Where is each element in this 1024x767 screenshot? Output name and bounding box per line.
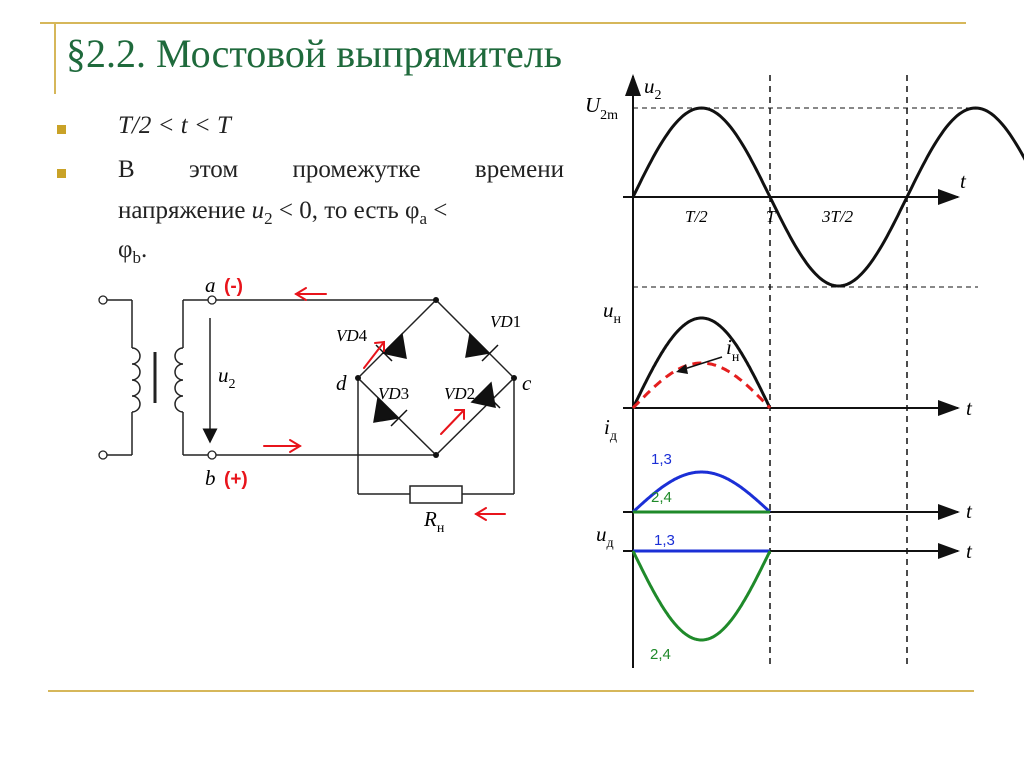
un-curve [631,316,772,409]
current-arrow-top-head [294,287,307,301]
node-c-label: c [522,371,532,395]
ud-axis-label: uд [596,522,614,551]
word: промежутке [292,156,421,183]
text-part: b [132,248,141,267]
diode-vd1 [465,332,491,358]
in-label: iн [726,335,740,365]
ud-label-13: 1,3 [654,532,675,549]
node-a-sign: (-) [224,276,243,297]
bullet-text-line1: В этом промежутке времени [118,156,564,184]
in-dashed-curve [631,361,772,410]
ud-24-curve [631,550,772,642]
tick-T-half: T/2 [685,207,708,226]
id-axis-label: iд [604,415,617,444]
diode-vd4 [381,332,407,359]
id-t-label: t [966,499,973,523]
load-label: Rн [423,507,445,536]
tick-T: T [766,207,777,226]
ud-t-label: t [966,539,973,563]
id-13-curve [631,470,772,514]
current-arrow-bottom-head [289,439,302,453]
text-part: . [140,236,148,263]
bullet-marker [57,169,66,178]
junction-dot [355,375,361,381]
grid-lines [633,75,978,668]
junction-dot [433,452,439,458]
u2-t-label: t [960,169,967,193]
terminal [98,295,108,305]
junction-dot [433,297,439,303]
text-part: < [426,197,448,224]
current-arrow-load-head [474,507,487,521]
vd1-label: VD1 [490,312,521,331]
graph-labels: u2 U2m t T/2 T 3T/2 uн iн t iд 1,3 2,4 t… [585,74,973,663]
current-arrow-vd2 [440,409,465,435]
junction-dot [511,375,517,381]
current-arrow-vd4-head [374,340,385,352]
bullet-marker [57,125,66,134]
u2-axis-label: u2 [644,74,662,103]
secondary-coil [174,347,184,413]
bullet-interval: T/2 < t < T [118,112,231,140]
current-arrow-vd4 [363,341,385,369]
bullet-text-line2: напряжение u2 < 0, то есть φa < [118,197,447,229]
tick-3T-half: 3T/2 [821,207,854,226]
node-a-label: a [205,273,216,297]
node-b-sign: (+) [224,469,248,490]
diode-vd1-bar [481,344,499,362]
word: этом [188,156,239,183]
ud-label-24: 2,4 [650,646,671,663]
vd4-label: VD4 [336,326,368,345]
diode-vd2 [470,381,496,408]
text-part: u [251,197,265,224]
vd3-label: VD3 [378,384,409,403]
primary-coil [131,347,141,413]
text-part: a [419,209,427,228]
diode-vd3-bar [390,409,408,427]
node-b-label: b [205,466,216,490]
vd2-label: VD2 [444,384,475,403]
text-part: 2 [264,209,273,228]
node-d-label: d [336,371,347,395]
curves [631,106,1024,642]
text-part: < 0, то есть φ [272,197,420,224]
id-label-24: 2,4 [651,489,672,506]
in-pointer-head [676,364,688,374]
text-part: φ [118,236,133,263]
bridge-arm [435,377,515,456]
diode-vd3 [373,396,400,423]
word: времени [474,156,564,183]
terminal-a [207,295,217,305]
u2m-label: U2m [585,93,618,123]
un-axis-label: uн [603,298,622,327]
terminal [98,450,108,460]
current-arrow-vd2-head [454,409,465,420]
text-part: напряжение [118,197,252,224]
terminal-b [207,450,217,460]
id-label-13: 1,3 [651,451,672,468]
un-t-label: t [966,396,973,420]
left-rule [54,22,56,94]
word: В [118,156,135,183]
u2-label: u2 [218,363,236,392]
page-title: §2.2. Мостовой выпрямитель [66,31,563,76]
bullet-text-line3: φb. [118,236,147,268]
u2-sine-curve [631,106,1024,288]
top-rule [40,22,966,24]
bullet-interval-text: T/2 < t < T [118,112,231,139]
diode-vd2-bar [483,391,501,409]
bottom-rule [48,690,974,692]
